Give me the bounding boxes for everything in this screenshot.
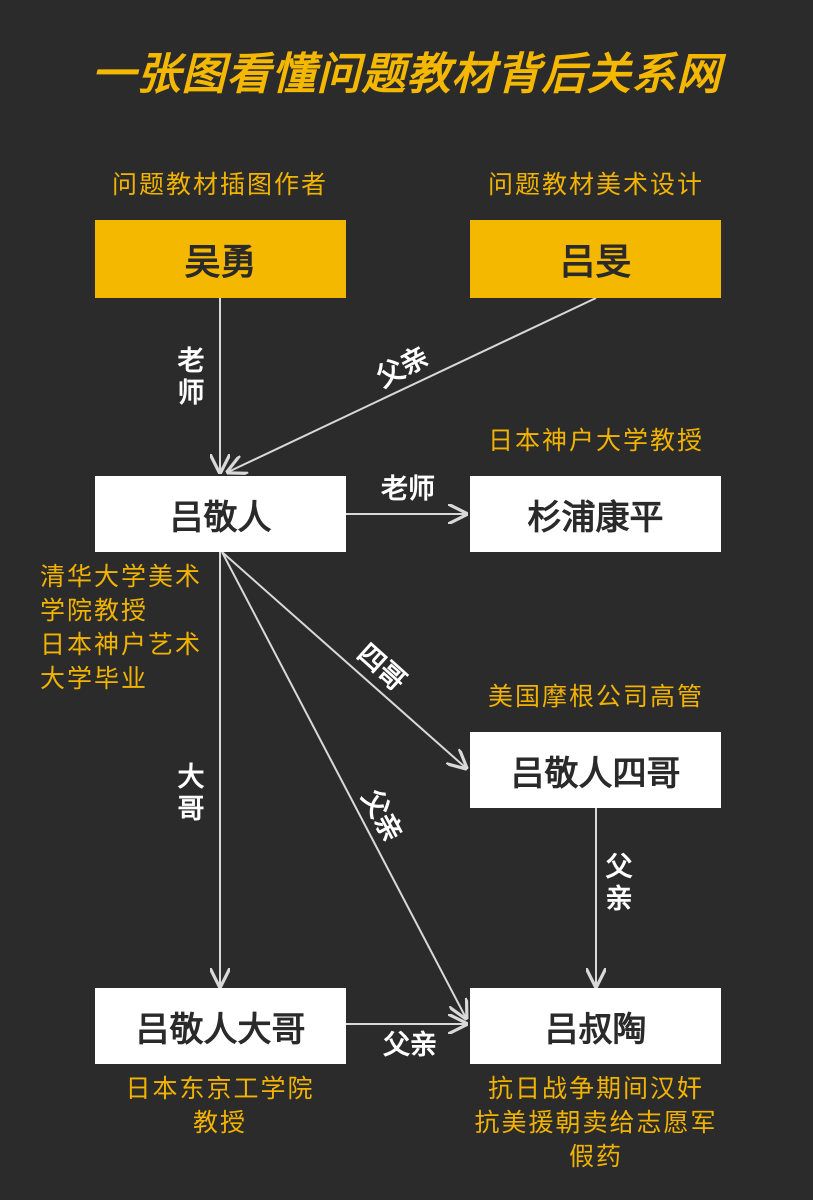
node-fourth-brother: 吕敬人四哥 bbox=[470, 732, 721, 808]
caption-lvshutao: 抗日战争期间汉奸 抗美援朝卖给志愿军 假药 bbox=[474, 1074, 718, 1171]
node-wuyong: 吴勇 bbox=[95, 220, 346, 298]
label-fourth-lvshutao: 父 亲 bbox=[605, 852, 633, 915]
caption-lvjingren: 清华大学美术 学院教授 日本神户艺术 大学毕业 bbox=[40, 562, 203, 693]
label-lvjingren-sugiura: 老师 bbox=[381, 474, 435, 505]
label-wuyong-lvjingren: 老 师 bbox=[177, 346, 205, 409]
edge-lvjingren-lvshutao bbox=[221, 551, 466, 1018]
edge-lvmin-lvjingren bbox=[228, 297, 597, 472]
caption-sugiura: 日本神户大学教授 bbox=[487, 426, 704, 455]
node-lvshutao: 吕叔陶 bbox=[470, 988, 721, 1064]
caption-fourth-brother: 美国摩根公司高管 bbox=[487, 682, 704, 711]
label-eldest-lvshutao: 父亲 bbox=[383, 1030, 437, 1061]
edge-lvjingren-fourth bbox=[221, 551, 466, 768]
caption-lvmin: 问题教材美术设计 bbox=[487, 170, 704, 199]
label-lvjingren-eldest: 大 哥 bbox=[177, 762, 205, 825]
node-lvmin: 吕旻 bbox=[470, 220, 721, 298]
caption-eldest-brother: 日本东京工学院 教授 bbox=[125, 1074, 315, 1137]
node-sugiura: 杉浦康平 bbox=[470, 476, 721, 552]
caption-wuyong: 问题教材插图作者 bbox=[111, 170, 328, 199]
node-lvjingren: 吕敬人 bbox=[95, 476, 346, 552]
diagram-title: 一张图看懂问题教材背后关系网 bbox=[91, 49, 722, 100]
node-eldest-brother: 吕敬人大哥 bbox=[95, 988, 346, 1064]
